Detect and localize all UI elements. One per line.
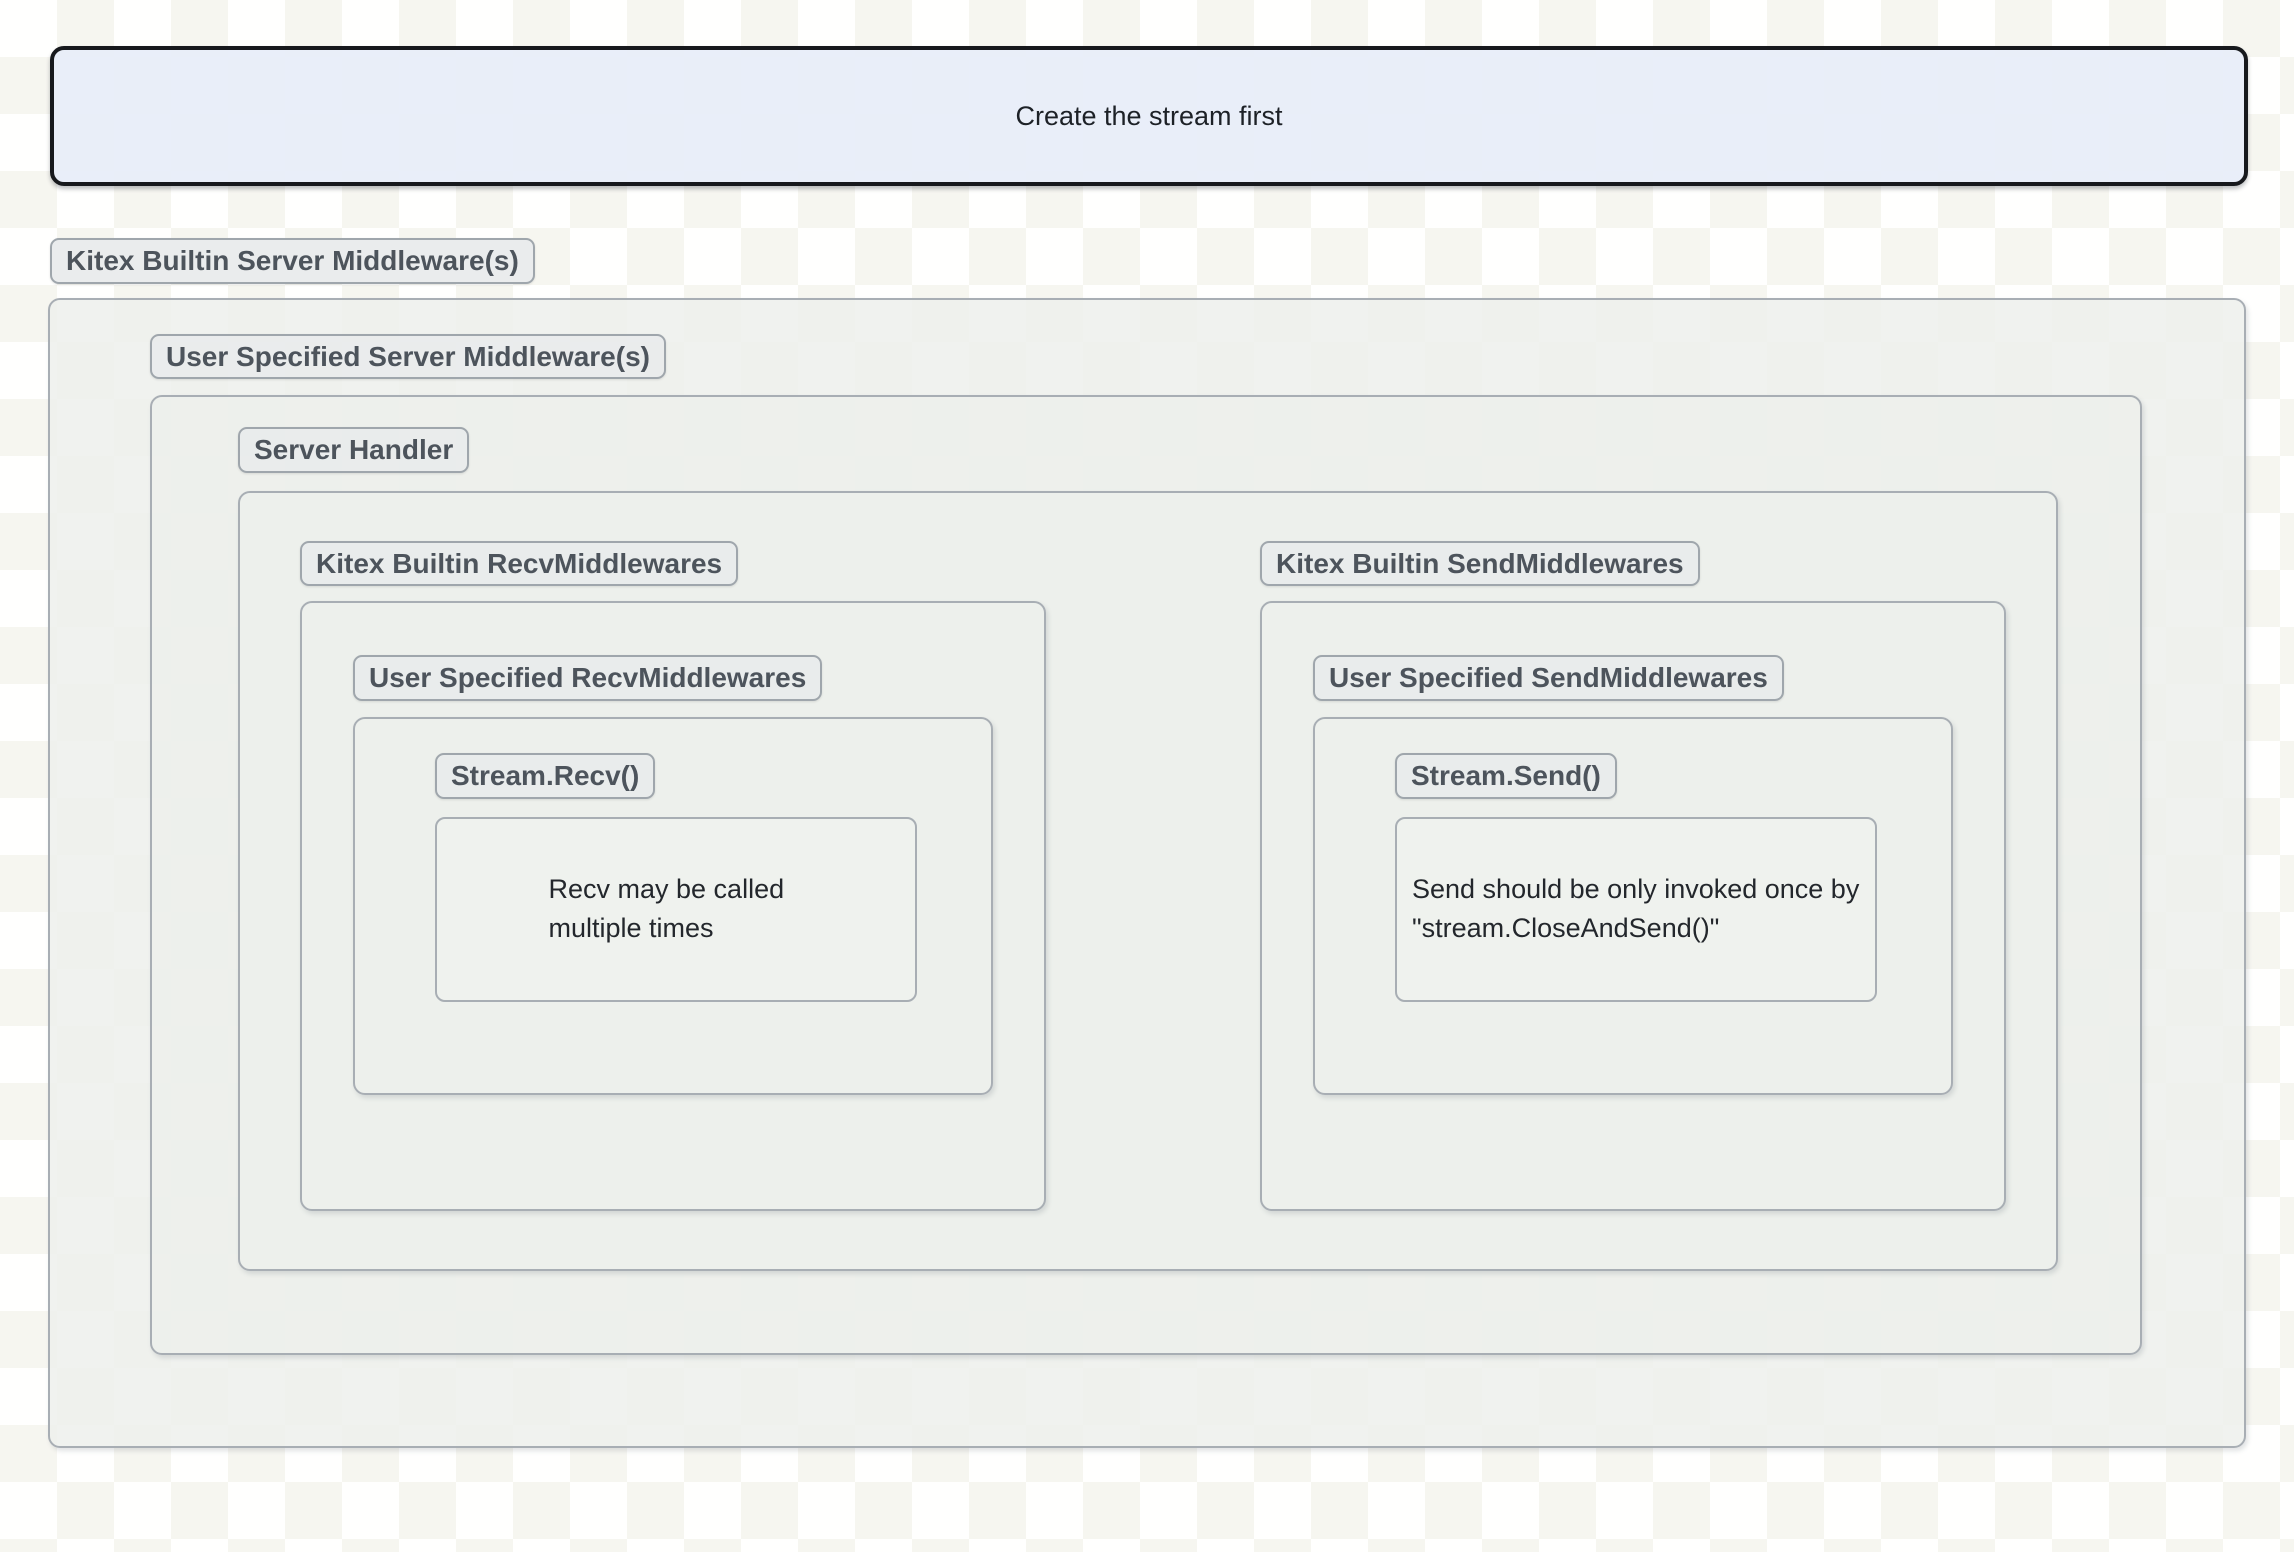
server-handler-box: Kitex Builtin RecvMiddlewares User Speci…: [238, 490, 2058, 1271]
stream-recv-note: Recv may be called multiple times: [548, 873, 785, 944]
stream-send-badge: Stream.Send(): [1395, 752, 1617, 799]
user-server-middlewares-badge: User Specified Server Middleware(s): [150, 333, 666, 380]
recv-column: Kitex Builtin RecvMiddlewares User Speci…: [300, 540, 1046, 1269]
builtin-server-middlewares-badge: Kitex Builtin Server Middleware(s): [50, 238, 535, 284]
user-server-middlewares-box: Server Handler Kitex Builtin RecvMiddlew…: [150, 395, 2142, 1356]
user-send-middlewares-badge: User Specified SendMiddlewares: [1313, 655, 1784, 701]
builtin-recv-middlewares-badge: Kitex Builtin RecvMiddlewares: [300, 540, 739, 587]
builtin-send-middlewares-badge: Kitex Builtin SendMiddlewares: [1260, 540, 1700, 587]
stream-send-note: Send should be only invoked once by "str…: [1412, 873, 1860, 944]
builtin-server-middlewares-box: User Specified Server Middleware(s) Serv…: [48, 297, 2246, 1448]
create-stream-banner: Create the stream first: [50, 46, 2248, 186]
builtin-send-middlewares-badge-row: Kitex Builtin SendMiddlewares: [1260, 540, 2006, 587]
stream-recv-badge-row: Stream.Recv(): [435, 752, 991, 799]
user-send-middlewares-box: Stream.Send() Send should be only invoke…: [1313, 716, 1953, 1095]
stream-recv-note-box: Recv may be called multiple times: [435, 816, 917, 1002]
builtin-send-middlewares-box: User Specified SendMiddlewares Stream.Se…: [1260, 601, 2006, 1212]
builtin-recv-middlewares-box: User Specified RecvMiddlewares Stream.Re…: [300, 601, 1046, 1212]
user-recv-middlewares-box: Stream.Recv() Recv may be called multipl…: [353, 716, 993, 1095]
stream-send-badge-row: Stream.Send(): [1395, 752, 1951, 799]
server-handler-badge: Server Handler: [238, 427, 470, 473]
stream-recv-badge: Stream.Recv(): [435, 752, 656, 799]
user-server-middlewares-badge-row: User Specified Server Middleware(s): [150, 333, 2244, 380]
stream-send-note-box: Send should be only invoked once by "str…: [1395, 816, 1877, 1002]
user-recv-middlewares-badge: User Specified RecvMiddlewares: [353, 655, 823, 701]
server-handler-badge-row: Server Handler: [238, 427, 2140, 473]
send-column: Kitex Builtin SendMiddlewares User Speci…: [1260, 540, 2006, 1269]
user-recv-middlewares-badge-row: User Specified RecvMiddlewares: [353, 655, 1044, 701]
user-send-middlewares-badge-row: User Specified SendMiddlewares: [1313, 655, 2004, 701]
builtin-server-middlewares-badge-row: Kitex Builtin Server Middleware(s): [50, 238, 2294, 284]
create-stream-banner-label: Create the stream first: [1015, 100, 1283, 131]
builtin-recv-middlewares-badge-row: Kitex Builtin RecvMiddlewares: [300, 540, 1046, 587]
